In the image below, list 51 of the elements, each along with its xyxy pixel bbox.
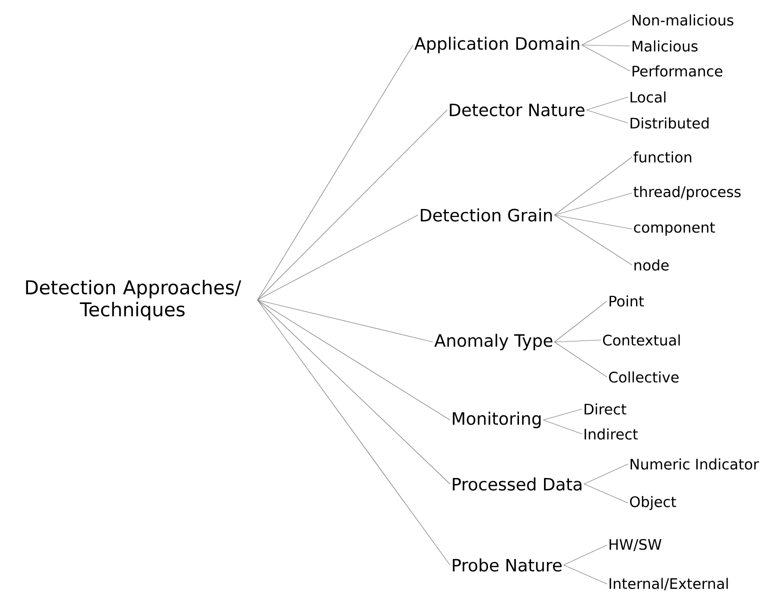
- category-label: Detector Nature: [450, 104, 584, 116]
- connector-line: [257, 214, 418, 300]
- leaf-label: Point: [610, 295, 644, 307]
- category-label: Application Domain: [414, 36, 580, 54]
- leaf-label: component: [634, 222, 715, 236]
- connector-line: [543, 408, 582, 420]
- leaf-label: Collective: [609, 371, 679, 383]
- connector-line: [554, 340, 602, 342]
- connector-line: [586, 110, 628, 124]
- category-label: Detection Grain: [420, 208, 552, 222]
- leaf-label: Direct: [584, 403, 626, 415]
- connector-line: [581, 20, 630, 46]
- connector-line: [257, 110, 448, 300]
- leaf-label: Malicious: [632, 40, 698, 52]
- connector-line: [581, 44, 630, 46]
- connector-line: [257, 300, 434, 342]
- category-label: Probe Nature: [452, 558, 562, 572]
- connector-line: [563, 544, 608, 566]
- leaf-label: Indirect: [584, 428, 638, 440]
- connector-line: [554, 192, 632, 216]
- leaf-label: Non-malicious: [632, 14, 734, 26]
- category-label: Anomaly Type: [434, 334, 552, 350]
- leaf-label: node: [634, 259, 669, 271]
- connector-line: [581, 44, 630, 72]
- connector-line: [543, 420, 582, 434]
- connector-line: [563, 564, 608, 584]
- connector-line: [257, 300, 450, 484]
- leaf-label: Internal/External: [610, 578, 728, 590]
- leaf-label: function: [634, 151, 692, 163]
- leaf-label: Contextual: [603, 334, 680, 346]
- leaf-label: Numeric Indicator: [630, 458, 759, 470]
- leaf-label: HW/SW: [610, 538, 662, 552]
- category-label: Monitoring: [452, 412, 541, 428]
- connector-line: [554, 342, 608, 378]
- leaf-label: Local: [630, 91, 666, 103]
- leaf-label: Object: [630, 496, 676, 510]
- leaf-label: Distributed: [630, 117, 709, 129]
- connector-line: [554, 214, 632, 266]
- leaf-label: thread/process: [634, 186, 741, 200]
- connector-line: [257, 300, 450, 566]
- root-label: Detection Approaches/ Techniques: [26, 280, 242, 320]
- connector-line: [554, 300, 608, 342]
- connector-line: [257, 300, 450, 420]
- leaf-label: Performance: [632, 65, 722, 77]
- category-label: Processed Data: [452, 477, 582, 491]
- connector-line: [586, 96, 628, 110]
- connector-line: [554, 214, 632, 230]
- connector-line: [257, 44, 414, 300]
- connector-line: [554, 156, 632, 216]
- connector-line: [584, 464, 628, 484]
- connector-line: [584, 484, 628, 504]
